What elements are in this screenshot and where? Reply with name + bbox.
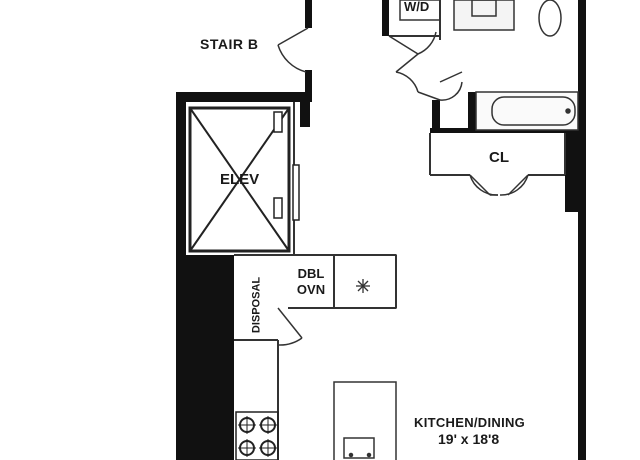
stair-label: STAIR B (200, 36, 259, 52)
disposal-door (277, 307, 303, 346)
washer-dryer-closet (388, 0, 441, 101)
kitchen-dimensions: 19' x 18'8 (438, 431, 500, 447)
disposal-label: DISPOSAL (250, 276, 263, 334)
snowflake-icon (356, 279, 370, 293)
bathroom (439, 0, 579, 131)
washer-dryer-label: W/D (404, 0, 430, 14)
walls (176, 0, 586, 460)
closet-label: CL (489, 149, 509, 166)
closet-doors (469, 174, 529, 196)
bathtub-icon (491, 96, 576, 126)
double-oven-label-line2: OVN (296, 282, 326, 297)
stair-door (277, 27, 309, 73)
kitchen-dining-label: KITCHEN/DINING (414, 415, 526, 430)
fridge (333, 254, 397, 309)
toilet-icon (538, 0, 562, 37)
double-oven-label-line1: DBL (297, 266, 325, 281)
sink-icon (343, 437, 375, 459)
elevator-label: ELEV (220, 171, 260, 188)
cooktop (235, 411, 279, 460)
burner-icon (239, 417, 276, 456)
elevator-shaft (188, 106, 300, 253)
kitchen-island (333, 381, 397, 460)
